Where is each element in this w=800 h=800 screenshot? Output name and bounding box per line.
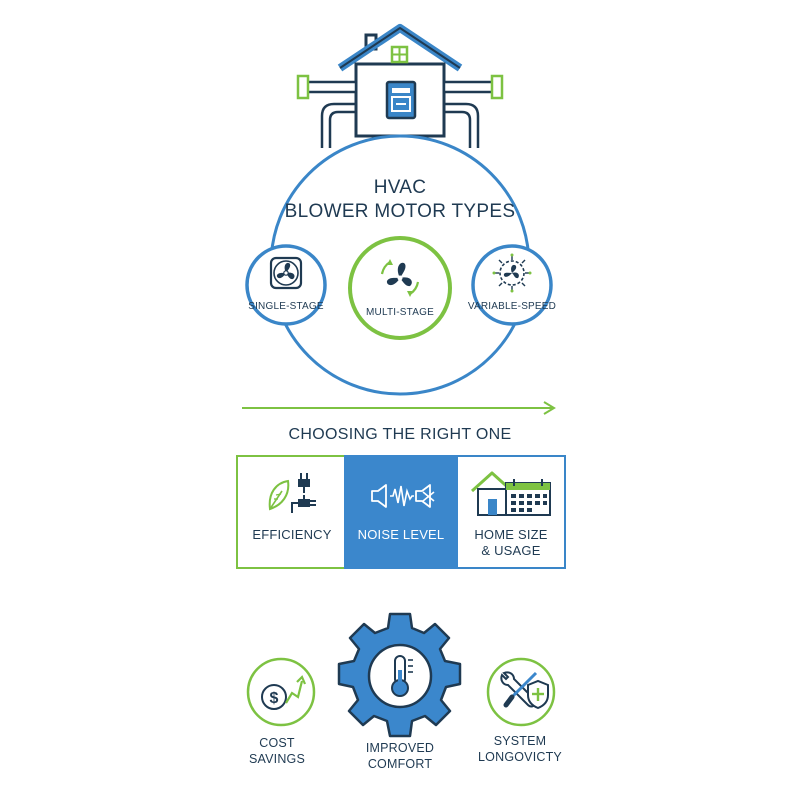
house-calendar-icon	[470, 471, 551, 516]
benefit-improved-comfort-line1: IMPROVED	[365, 741, 435, 755]
fan-circuit-icon	[492, 253, 532, 293]
benefit-cost-savings-line1: COST	[259, 736, 295, 750]
motor-variable-speed-circle	[471, 244, 553, 326]
benefit-improved-comfort-line2: COMFORT	[367, 757, 433, 771]
gear-thermometer-icon	[337, 612, 462, 738]
motor-variable-speed: VARIABLE-SPEED	[468, 243, 556, 327]
arrow-right-icon	[242, 401, 556, 415]
motor-single-stage: SINGLE-STAGE	[244, 243, 328, 327]
benefit-improved-comfort-label: IMPROVED COMFORT	[340, 740, 460, 772]
motor-single-stage-label: SINGLE-STAGE	[248, 301, 324, 312]
factor-home-size-usage-label: HOME SIZE & USAGE	[454, 527, 568, 559]
motor-variable-speed-label: VARIABLE-SPEED	[467, 301, 557, 312]
factor-efficiency: EFFICIENCY	[236, 455, 346, 569]
leaf-plug-icon	[268, 473, 316, 513]
benefit-system-longevity-label: SYSTEM LONGOVICTY	[460, 733, 580, 765]
factor-noise-level-label: NOISE LEVEL	[357, 527, 445, 542]
benefit-system-longevity-line1: SYSTEM	[493, 734, 547, 748]
fan-cycle-icon	[380, 259, 420, 297]
benefit-cost-savings-line2: SAVINGS	[248, 752, 306, 766]
benefit-system-longevity-line2: LONGOVICTY	[478, 750, 562, 764]
house-duct-illustration	[296, 24, 504, 148]
motor-multi-stage-label: MULTI-STAGE	[366, 307, 434, 318]
sound-wave-icon	[371, 484, 435, 508]
factor-home-size-usage: HOME SIZE & USAGE	[458, 455, 566, 569]
dollar-growth-icon: $	[246, 657, 316, 727]
main-title: HVAC BLOWER MOTOR TYPES	[250, 176, 550, 224]
section-title: CHOOSING THE RIGHT ONE	[288, 426, 512, 443]
factor-efficiency-label: EFFICIENCY	[252, 527, 332, 542]
benefit-cost-savings-label: COST SAVINGS	[217, 735, 337, 767]
factor-home-size-usage-label-line2: & USAGE	[481, 543, 541, 558]
tools-shield-icon	[486, 657, 556, 727]
fan-icon	[269, 256, 303, 290]
factor-home-size-usage-label-line1: HOME SIZE	[474, 527, 548, 542]
motor-multi-stage: MULTI-STAGE	[346, 234, 454, 342]
motor-multi-stage-circle	[348, 236, 452, 340]
factor-noise-level: NOISE LEVEL	[344, 455, 458, 569]
main-title-line2: BLOWER MOTOR TYPES	[284, 201, 516, 222]
svg-text:$: $	[270, 690, 279, 707]
main-title-line1: HVAC	[373, 177, 427, 198]
